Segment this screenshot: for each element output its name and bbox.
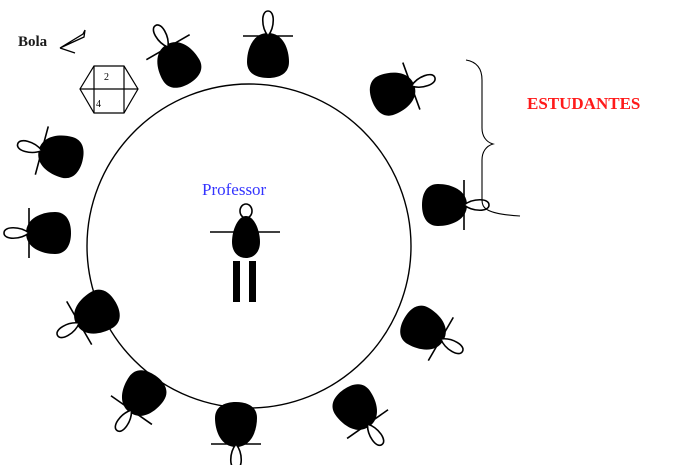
student-figure-icon (211, 402, 261, 465)
ball-stick-icon (60, 30, 85, 53)
die-face-top: 2 (104, 72, 109, 83)
student-figure-icon (134, 13, 211, 96)
student-figure-icon (4, 208, 71, 258)
student-figure-icon (323, 375, 402, 459)
die-icon: 2 4 (80, 66, 138, 113)
ball-label: Bola (18, 34, 48, 50)
student-figure-icon (97, 361, 176, 445)
student-figure-icon (45, 280, 128, 357)
students-label: ESTUDANTES (527, 94, 640, 113)
student-figure-icon (11, 120, 89, 186)
student-figure-icon (392, 296, 475, 373)
student-figure-icon (363, 54, 443, 124)
students-brace (466, 60, 520, 216)
teacher-figure-icon (210, 204, 280, 302)
student-figure-icon (243, 11, 293, 78)
die-face-bottom: 4 (96, 99, 101, 110)
teacher-label: Professor (202, 180, 267, 199)
student-figure-icon (422, 180, 489, 230)
